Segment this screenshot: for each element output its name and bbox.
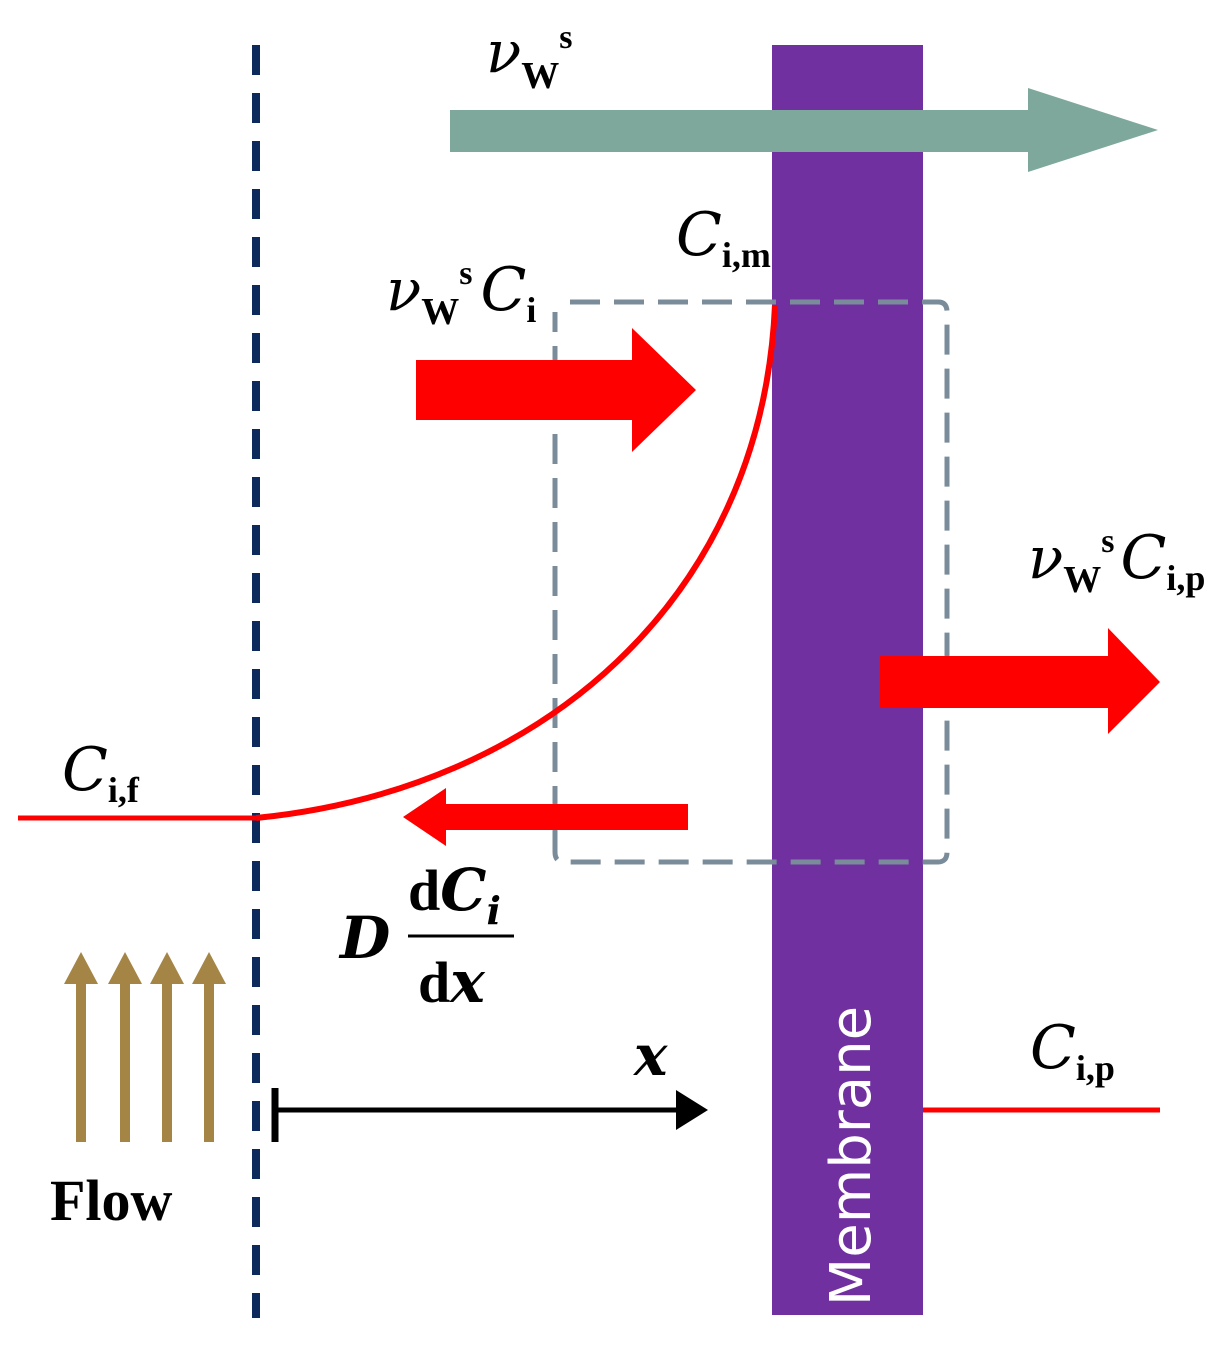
flow-arrows — [64, 952, 226, 1142]
diffusion-term-label: D dCi dx — [338, 856, 514, 1016]
convective-flux-arrow — [416, 328, 696, 452]
control-volume-box — [552, 299, 950, 865]
svg-text:dx: dx — [418, 948, 486, 1016]
permeate-flux-arrow — [880, 628, 1160, 734]
membrane-label: Membrane — [819, 1006, 884, 1306]
membrane-concentration-label: Ci,m — [676, 200, 771, 275]
x-axis-arrowhead — [676, 1090, 708, 1130]
permeate-concentration-label: Ci,p — [1030, 1013, 1115, 1088]
water-flux-arrow — [450, 88, 1158, 172]
x-axis-label: x — [633, 1023, 668, 1089]
back-diffusion-arrow — [403, 788, 688, 846]
svg-text:dCi: dCi — [408, 856, 501, 933]
water-flux-label: νWs — [486, 18, 573, 97]
concentration-profile-curve — [255, 304, 778, 821]
svg-text:D: D — [338, 904, 390, 972]
flow-label: Flow — [50, 1168, 173, 1233]
feed-concentration-label: Ci,f — [62, 735, 140, 810]
